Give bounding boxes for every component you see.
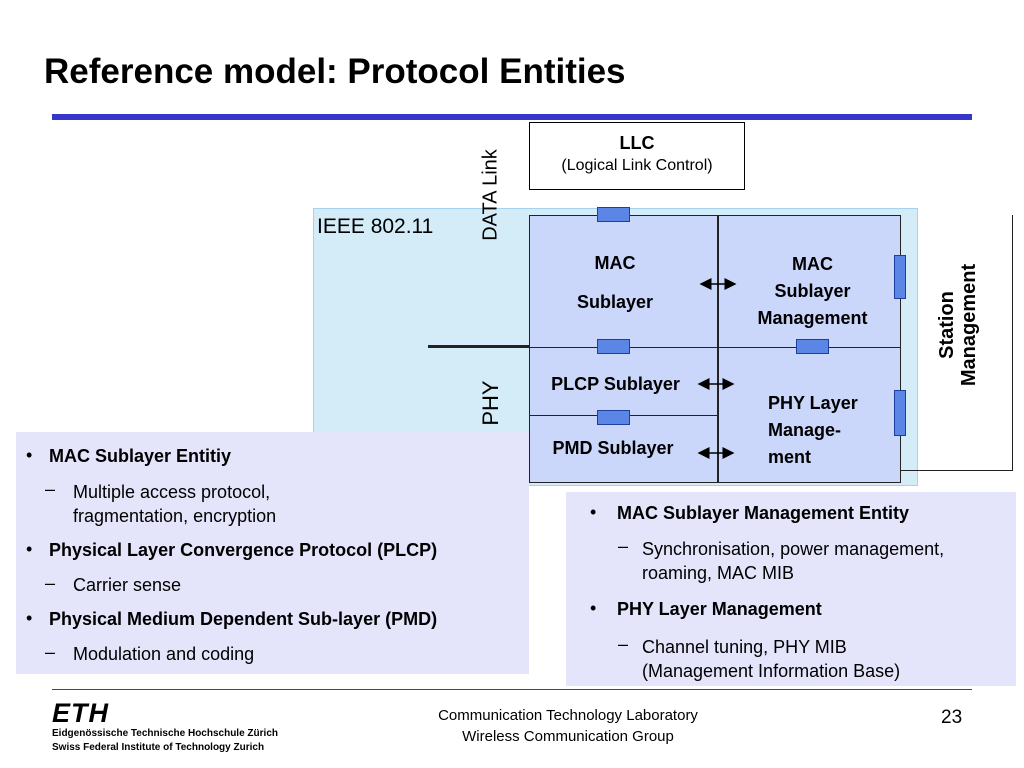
group-name: Wireless Communication Group: [462, 728, 674, 745]
mac-mgmt-label-3: Management: [757, 308, 868, 328]
mac-mgmt-detail-2: roaming, MAC MIB: [642, 563, 795, 583]
phy-boundary-line: [428, 345, 529, 348]
pmd-heading: Physical Medium Dependent Sub-layer (PMD…: [49, 609, 438, 629]
mac-mgmt-heading: MAC Sublayer Management Entity: [617, 503, 910, 523]
phy-mgmt-label-1: PHY Layer: [768, 393, 858, 413]
footer-rule: [52, 689, 972, 690]
bullet-dot: •: [26, 445, 33, 465]
llc-subtitle: (Logical Link Control): [561, 157, 713, 174]
mac-entity-heading: MAC Sublayer Entitiy: [49, 446, 232, 466]
eth-name-english: Swiss Federal Institute of Technology Zu…: [52, 742, 265, 753]
plcp-detail: Carrier sense: [73, 575, 182, 595]
ieee-label: IEEE 802.11: [317, 215, 434, 238]
station-label-1: Station: [936, 291, 958, 359]
phy-mgmt-detail-1: Channel tuning, PHY MIB: [642, 637, 847, 657]
sap-phy-mgmt-station: [894, 390, 906, 436]
dash-marker: –: [45, 642, 56, 662]
plcp-heading: Physical Layer Convergence Protocol (PLC…: [49, 540, 438, 560]
dash-marker: –: [45, 479, 56, 499]
mac-sublayer-label-2: Sublayer: [576, 292, 654, 312]
phy-mgmt-heading: PHY Layer Management: [617, 599, 822, 619]
mac-mgmt-detail-1: Synchronisation, power management,: [642, 539, 945, 559]
bullet-dot: •: [26, 539, 33, 559]
dash-marker: –: [618, 536, 629, 556]
mac-mgmt-label-1: MAC: [792, 254, 833, 274]
page-number: 23: [941, 707, 963, 728]
station-management-link: [901, 470, 1013, 471]
plcp-sublayer-label: PLCP Sublayer: [551, 374, 680, 394]
pmd-sublayer-label: PMD Sublayer: [552, 438, 674, 458]
management-entities-panel: • MAC Sublayer Management Entity – Synch…: [566, 492, 1016, 686]
lab-name: Communication Technology Laboratory: [438, 707, 698, 724]
bullet-dot: •: [590, 502, 597, 522]
phy-mgmt-label-2: Manage-: [768, 420, 842, 440]
pmd-detail: Modulation and coding: [73, 644, 255, 664]
dash-marker: –: [45, 573, 56, 593]
dash-marker: –: [618, 634, 629, 654]
station-management-edge: [1012, 215, 1013, 471]
phy-mgmt-detail-2: (Management Information Base): [642, 661, 901, 681]
page-title: Reference model: Protocol Entities: [44, 52, 626, 91]
llc-box: LLC (Logical Link Control): [529, 122, 745, 190]
mac-mgmt-label-2: Sublayer: [774, 281, 851, 301]
sap-mac-phy-mgmt: [796, 339, 829, 354]
protocol-entities-panel: • MAC Sublayer Entitiy – Multiple access…: [16, 432, 529, 674]
eth-name-german: Eidgenössische Technische Hochschule Zür…: [52, 728, 278, 739]
bullet-dot: •: [590, 598, 597, 618]
mac-entity-detail-1: Multiple access protocol,: [73, 482, 271, 502]
bullet-dot: •: [26, 608, 33, 628]
sap-llc-mac: [597, 207, 630, 222]
station-management-label: Station Management: [936, 264, 980, 386]
mac-entity-detail-2: fragmentation, encryption: [73, 506, 277, 526]
sap-mac-plcp: [597, 339, 630, 354]
sap-plcp-pmd: [597, 410, 630, 425]
llc-title: LLC: [619, 133, 655, 153]
eth-logo: ETH: [52, 698, 109, 728]
mac-sublayer-label-1: MAC: [594, 253, 636, 273]
mac-phy-divider: [529, 347, 901, 348]
sap-mac-mgmt-station: [894, 255, 906, 299]
phy-mgmt-label-3: ment: [768, 447, 812, 467]
station-label-2: Management: [958, 263, 980, 387]
title-rule: [52, 114, 972, 120]
